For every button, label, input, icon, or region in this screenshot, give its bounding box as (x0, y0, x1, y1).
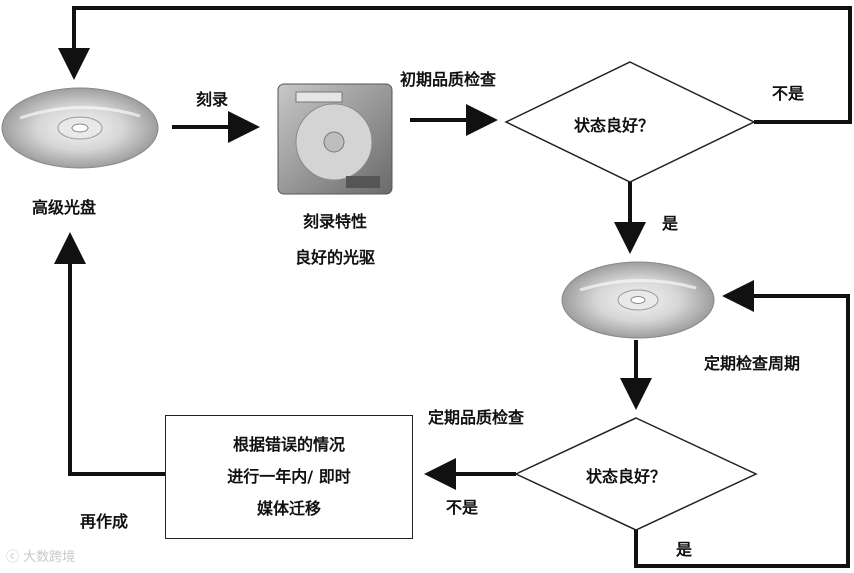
label-drive-line2: 良好的光驱 (294, 248, 375, 267)
label-periodic-cycle: 定期检查周期 (704, 354, 801, 373)
disc-icon (1, 87, 159, 169)
watermark-logo-icon: ⓒ (6, 550, 24, 565)
arrow-yes-loop-right (634, 280, 850, 568)
label-disc: 高级光盘 (32, 198, 97, 217)
label-no-1: 不是 (772, 84, 805, 103)
label-no-2: 不是 (446, 498, 479, 517)
label-yes-1: 是 (662, 214, 679, 233)
arrow-no-loop-top (58, 6, 852, 124)
label-remake: 再作成 (80, 512, 129, 531)
box-line-3: 媒体迁移 (256, 499, 321, 518)
migration-action-box: 根据错误的情况 进行一年内/ 即时 媒体迁移 (165, 415, 413, 539)
disc-icon (561, 261, 715, 339)
optical-drive-icon (277, 83, 393, 195)
label-drive-line1: 刻录特性 (302, 212, 367, 231)
arrow-remake-up (54, 232, 165, 476)
label-condition-2: 状态良好？ (586, 467, 667, 486)
watermark: ⓒ 大数跨境 (6, 546, 75, 565)
box-line-1: 根据错误的情况 (232, 435, 345, 454)
watermark-text: 大数跨境 (23, 550, 76, 565)
box-line-2: 进行一年内/ 即时 (227, 467, 351, 486)
label-initial-check: 初期品质检查 (400, 70, 497, 89)
label-condition-1: 状态良好？ (574, 116, 655, 135)
label-yes-2: 是 (676, 540, 693, 559)
label-periodic-check: 定期品质检查 (428, 408, 525, 427)
label-burn: 刻录 (196, 90, 229, 109)
